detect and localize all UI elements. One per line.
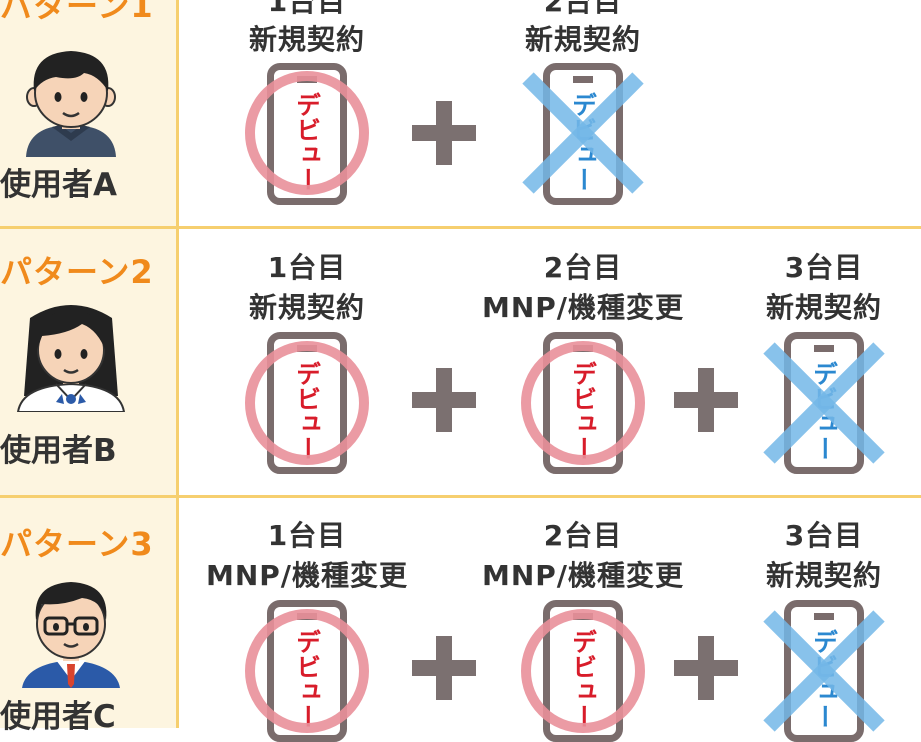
girl-avatar-icon bbox=[16, 305, 126, 412]
device-order-label: 1台目 bbox=[267, 519, 347, 552]
pattern-label: パターン1 bbox=[0, 0, 154, 25]
column-divider bbox=[176, 0, 179, 728]
phone-notch bbox=[573, 76, 593, 83]
cross-ng-icon bbox=[763, 610, 885, 732]
device-contract-label: MNP/機種変更 bbox=[205, 559, 409, 592]
user-label: 使用者A bbox=[0, 167, 117, 203]
device-order-label: 1台目 bbox=[267, 251, 347, 284]
pattern-label: パターン2 bbox=[0, 253, 154, 291]
device-contract-label: 新規契約 bbox=[765, 559, 883, 592]
device-contract-label: 新規契約 bbox=[248, 23, 366, 56]
circle-ok-icon bbox=[521, 609, 645, 733]
device-order-label: 2台目 bbox=[543, 251, 623, 284]
user-label: 使用者C bbox=[0, 699, 116, 735]
device-order-label: 2台目 bbox=[543, 519, 623, 552]
cross-ng-icon bbox=[763, 342, 885, 464]
device-contract-label: 新規契約 bbox=[248, 291, 366, 324]
cross-ng-icon bbox=[522, 72, 644, 194]
plus-icon bbox=[412, 636, 476, 700]
boy-avatar-icon bbox=[26, 51, 116, 157]
circle-ok-icon bbox=[245, 609, 369, 733]
device-contract-label: MNP/機種変更 bbox=[481, 559, 685, 592]
row-divider bbox=[0, 226, 921, 229]
circle-ok-icon bbox=[245, 341, 369, 465]
plus-icon bbox=[412, 368, 476, 432]
device-order-label: 2台目 bbox=[543, 0, 623, 18]
plus-icon bbox=[674, 636, 738, 700]
device-contract-label: 新規契約 bbox=[524, 23, 642, 56]
row-divider bbox=[0, 495, 921, 498]
circle-ok-icon bbox=[245, 71, 369, 195]
plus-icon bbox=[412, 101, 476, 165]
circle-ok-icon bbox=[521, 341, 645, 465]
glasses-avatar-icon bbox=[22, 582, 120, 688]
plus-icon bbox=[674, 368, 738, 432]
device-contract-label: MNP/機種変更 bbox=[481, 291, 685, 324]
device-contract-label: 新規契約 bbox=[765, 291, 883, 324]
pattern-label: パターン3 bbox=[0, 525, 154, 563]
device-order-label: 1台目 bbox=[267, 0, 347, 18]
phone-notch bbox=[814, 613, 834, 620]
device-order-label: 3台目 bbox=[784, 251, 864, 284]
device-order-label: 3台目 bbox=[784, 519, 864, 552]
user-label: 使用者B bbox=[0, 433, 117, 469]
phone-notch bbox=[814, 345, 834, 352]
